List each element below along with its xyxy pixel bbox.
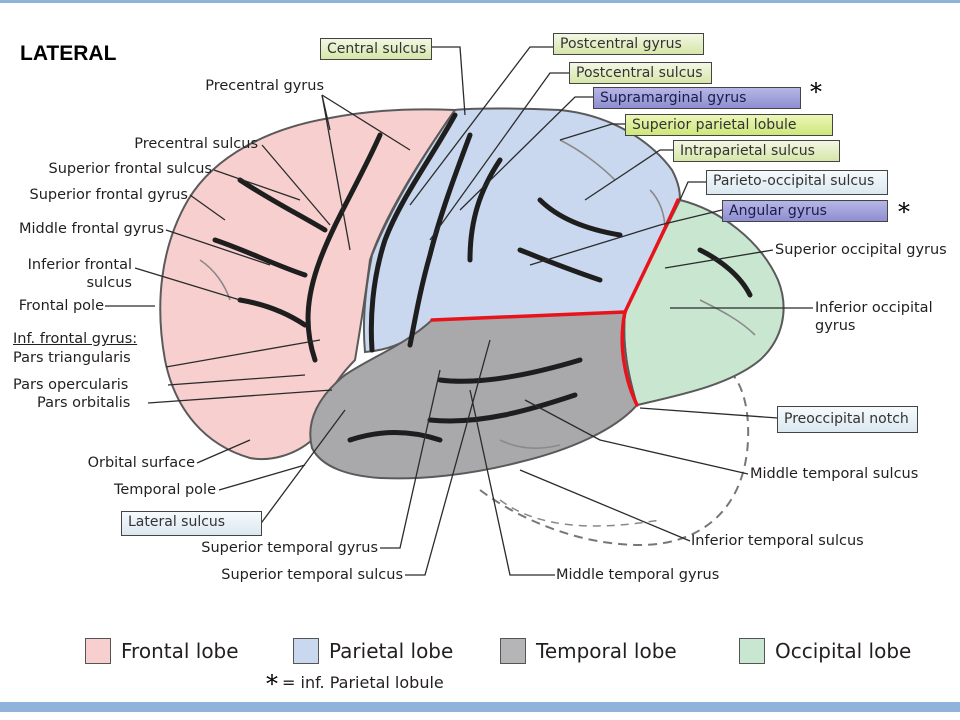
legend-parietal-swatch	[293, 638, 319, 664]
precentral-gyrus-label: Precentral gyrus	[205, 78, 324, 94]
inferior-frontal-sulcus-label-line1: Inferior frontal	[27, 257, 132, 273]
angular-gyrus-box: Angular gyrus	[722, 200, 888, 222]
top-accent-bar	[0, 0, 960, 3]
lateral-sulcus-box: Lateral sulcus	[121, 511, 262, 536]
superior-temporal-gyrus-label: Superior temporal gyrus	[201, 540, 378, 556]
middle-temporal-gyrus-label: Middle temporal gyrus	[556, 567, 720, 583]
postcentral-gyrus-box: Postcentral gyrus	[553, 33, 704, 55]
footnote-text: = inf. Parietal lobule	[282, 673, 444, 692]
page-title: LATERAL	[20, 42, 117, 65]
legend-temporal-swatch	[500, 638, 526, 664]
temporal-pole-label: Temporal pole	[113, 482, 216, 498]
frontal-pole-label: Frontal pole	[18, 298, 104, 314]
inferior-occipital-gyrus-label-line2: gyrus	[815, 318, 856, 334]
superior-occipital-gyrus-label: Superior occipital gyrus	[775, 242, 947, 258]
lobe-boundary-lines	[430, 198, 680, 407]
legend-parietal-label: Parietal lobe	[329, 639, 454, 663]
postcentral-sulcus-box: Postcentral sulcus	[569, 62, 712, 84]
inferior-frontal-sulcus-label-line2: sulcus	[86, 275, 133, 291]
pars-orbitalis-label: Pars orbitalis	[37, 395, 131, 411]
middle-temporal-sulcus-label: Middle temporal sulcus	[750, 466, 919, 482]
legend-occipital-label: Occipital lobe	[775, 639, 912, 663]
inferior-occipital-gyrus-label-line1: Inferior occipital	[815, 300, 933, 316]
inf-frontal-gyrus-heading: Inf. frontal gyrus:	[13, 331, 138, 347]
superior-temporal-sulcus-label: Superior temporal sulcus	[221, 567, 403, 583]
footnote-asterisk: *	[266, 670, 278, 698]
legend-temporal-label: Temporal lobe	[536, 639, 677, 663]
superior-frontal-sulcus-label: Superior frontal sulcus	[48, 161, 212, 177]
angular-asterisk: *	[898, 198, 910, 226]
parieto-occipital-sulcus-box: Parieto-occipital sulcus	[706, 170, 888, 195]
cerebellum-dashed-outline-2	[499, 499, 661, 527]
middle-frontal-gyrus-label: Middle frontal gyrus	[18, 221, 164, 237]
precentral-sulcus-label: Precentral sulcus	[134, 136, 258, 152]
inferior-temporal-sulcus-label: Inferior temporal sulcus	[691, 533, 864, 549]
orbital-surface-label: Orbital surface	[87, 455, 195, 471]
superior-parietal-lobule-box: Superior parietal lobule	[625, 114, 833, 136]
supramarginal-asterisk: *	[810, 78, 822, 106]
footnote: *= inf. Parietal lobule	[266, 672, 444, 696]
pars-opercularis-label: Pars opercularis	[13, 377, 129, 393]
legend-frontal-label: Frontal lobe	[121, 639, 239, 663]
preoccipital-notch-box: Preoccipital notch	[777, 406, 918, 433]
intraparietal-sulcus-box: Intraparietal sulcus	[673, 140, 840, 162]
legend-frontal-swatch	[85, 638, 111, 664]
pars-triangularis-label: Pars triangularis	[13, 350, 131, 366]
superior-frontal-gyrus-label: Superior frontal gyrus	[29, 187, 188, 203]
supramarginal-gyrus-box: Supramarginal gyrus	[593, 87, 801, 109]
cerebellum-dashed-outline	[479, 364, 750, 547]
sulci-lines	[212, 112, 753, 443]
bottom-accent-bar	[0, 702, 960, 712]
central-sulcus-box: Central sulcus	[320, 38, 432, 60]
legend-occipital-swatch	[739, 638, 765, 664]
